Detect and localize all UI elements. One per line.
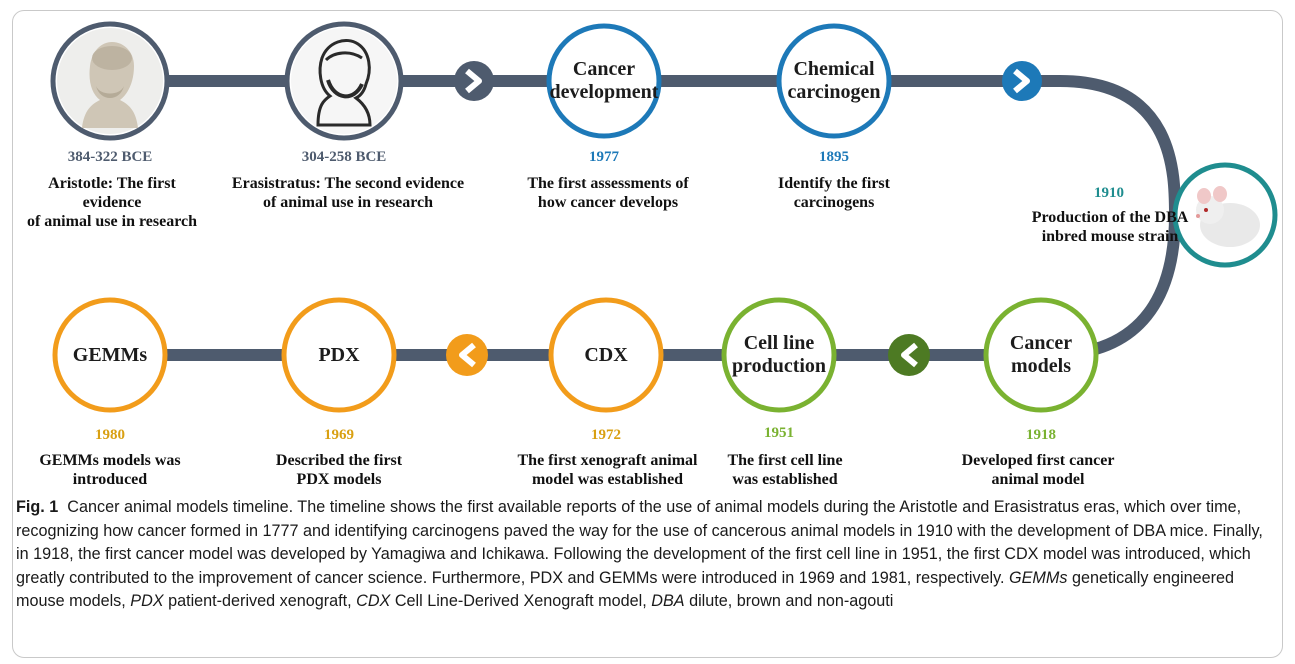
figure-frame — [12, 10, 1283, 658]
year-cancer-development: 1977 — [589, 149, 619, 165]
chevron-left-icon-1 — [888, 334, 930, 376]
year-pdx: 1969 — [324, 427, 354, 443]
desc-pdx: Described the first PDX models — [275, 452, 403, 489]
caption-text: Cancer animal models timeline. The timel… — [16, 498, 1263, 587]
circle-pdx — [281, 297, 397, 413]
chevron-right-icon-1 — [454, 61, 494, 101]
year-chemical-carcinogen: 1895 — [819, 149, 849, 165]
circle-gemms — [52, 297, 168, 413]
desc-cdx: The first xenograft animal model was est… — [517, 452, 698, 489]
year-cdx: 1972 — [591, 427, 621, 443]
year-cancer-models: 1918 — [1026, 427, 1056, 443]
figure-caption: Fig. 1 Cancer animal models timeline. Th… — [16, 496, 1278, 614]
desc-cell-line: The first cell line was established — [727, 452, 843, 489]
caption-def-dba: dilute, brown and non-agouti — [689, 592, 894, 610]
erasistratus-engraving-icon — [284, 21, 404, 141]
desc-cancer-models: Developed first cancer animal model — [961, 452, 1115, 489]
chevron-right-icon-2 — [1002, 61, 1042, 101]
circle-cdx — [548, 297, 664, 413]
caption-abbr-dba: DBA — [651, 592, 685, 610]
desc-cancer-development: The first assessments of how cancer deve… — [527, 175, 689, 212]
year-cell-line: 1951 — [764, 425, 794, 441]
caption-abbr-pdx: PDX — [130, 592, 164, 610]
node-cancer-models-label: Cancer models — [1009, 332, 1073, 377]
caption-abbr-cdx: CDX — [356, 592, 391, 610]
desc-chemical-carcinogen: Identify the first carcinogens — [778, 175, 890, 212]
caption-def-cdx: Cell Line-Derived Xenograft model, — [394, 592, 647, 610]
caption-def-pdx: patient-derived xenograft, — [168, 592, 352, 610]
year-gemms: 1980 — [95, 427, 125, 443]
year-aristotle: 384-322 BCE — [67, 149, 153, 165]
desc-gemms: GEMMs models was introduced — [39, 452, 181, 489]
node-pdx-label: PDX — [318, 343, 360, 366]
circle-cancer-development — [546, 23, 662, 139]
caption-abbr-gemms: GEMMs — [1009, 568, 1068, 587]
node-cell-line-label: Cell line production — [731, 332, 827, 377]
node-cdx-label: CDX — [584, 343, 628, 366]
desc-erasistratus: Erasistratus: The second evidence of ani… — [231, 175, 465, 212]
circle-cell-line — [721, 297, 837, 413]
desc-aristotle: Aristotle: The first evidence of animal … — [26, 175, 198, 231]
year-dba-mouse: 1910 — [1094, 185, 1124, 201]
desc-dba-mouse: Production of the DBA inbred mouse strai… — [1031, 209, 1189, 246]
node-gemms-label: GEMMs — [72, 343, 148, 366]
caption-fig-label: Fig. 1 — [16, 498, 59, 516]
node-cancer-development-label: Cancer development — [549, 58, 659, 103]
timeline-diagram — [50, 21, 1278, 413]
caption-def-gemms: genetically engineered mouse models, — [16, 568, 1234, 611]
chevron-left-icon-2 — [446, 334, 488, 376]
white-mouse-icon — [1172, 162, 1278, 268]
circle-chemical-carcinogen — [776, 23, 892, 139]
year-erasistratus: 304-258 BCE — [301, 149, 387, 165]
circle-cancer-models — [983, 297, 1099, 413]
aristotle-bust-icon — [50, 21, 170, 141]
node-chemical-carcinogen-label: Chemical carcinogen — [787, 58, 881, 103]
